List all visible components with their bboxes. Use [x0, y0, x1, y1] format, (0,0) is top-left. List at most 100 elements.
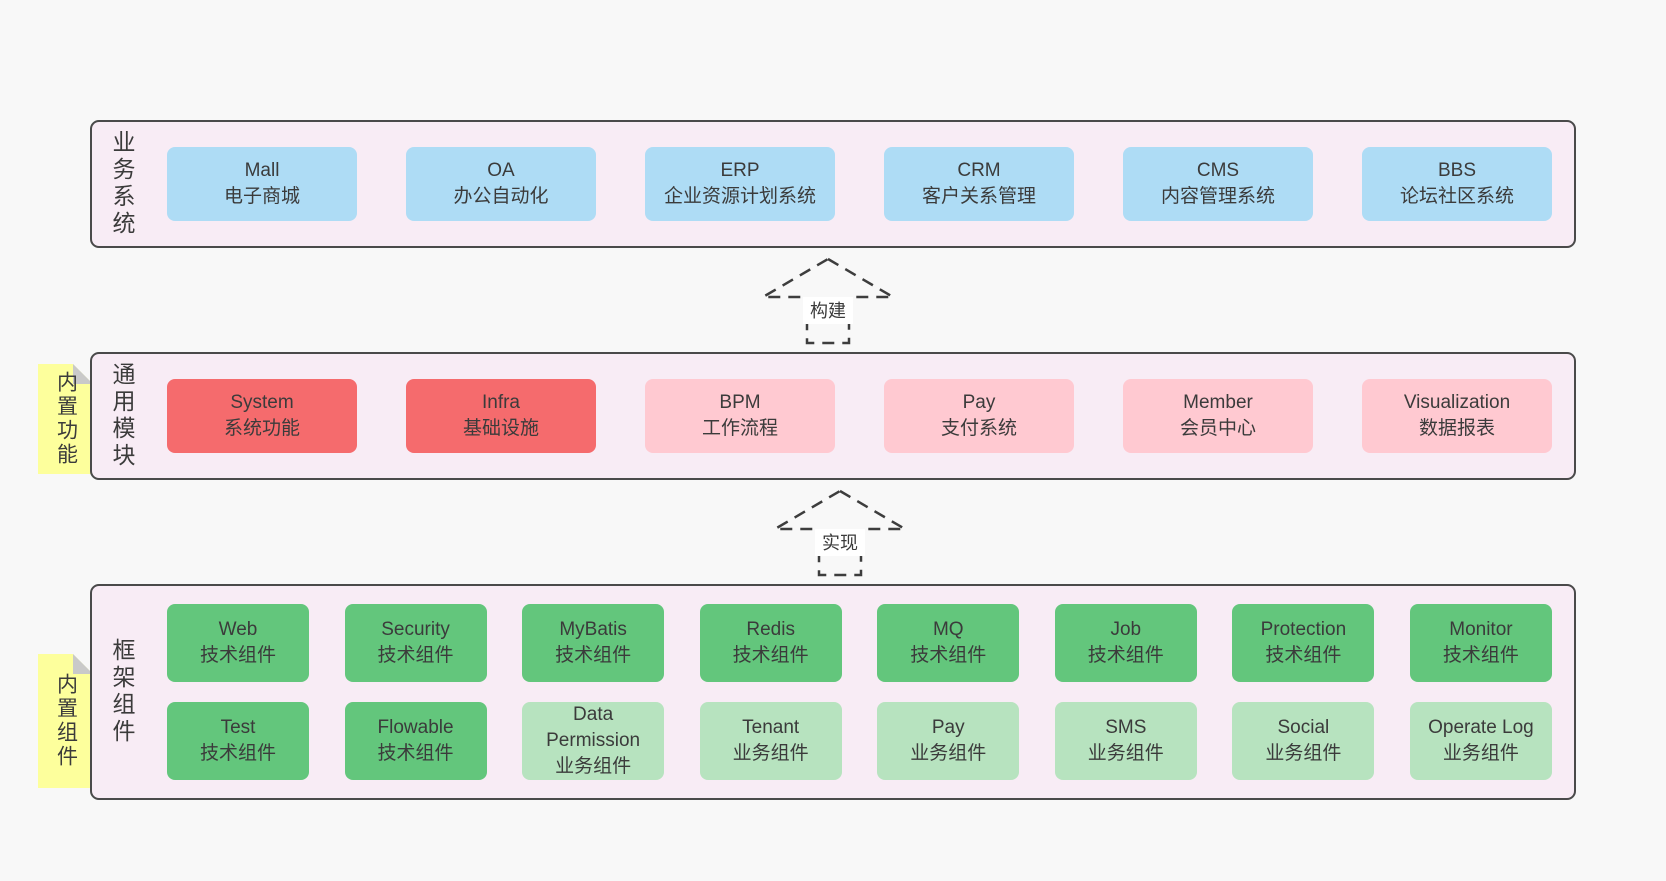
box-title: SMS: [1105, 716, 1147, 738]
arrow-label-background: [815, 529, 865, 556]
dashed-up-arrow-icon: [770, 489, 910, 577]
box-flowable: Flowable 技术组件: [344, 702, 487, 780]
box-mq: MQ 技术组件: [877, 604, 1020, 682]
box-subtitle: 技术组件: [732, 645, 809, 666]
box-title: Operate Log: [1428, 716, 1534, 738]
box-title: CMS: [1196, 159, 1240, 181]
box-system: System 系统功能: [167, 379, 357, 453]
sticky-note-builtin-components: 内置组件: [38, 654, 93, 788]
box-title: Pay: [931, 716, 965, 738]
box-subtitle: 技术组件: [377, 743, 454, 764]
box-erp: ERP 企业资源计划系统: [645, 147, 835, 221]
box-title: MyBatis: [559, 618, 627, 640]
box-title: Redis: [746, 618, 795, 640]
sticky-note-builtin-features: 内置功能: [38, 364, 93, 474]
arrow-build: 构建: [758, 257, 898, 345]
sticky-note-text: 内置功能: [54, 371, 78, 467]
box-test: Test 技术组件: [167, 702, 309, 780]
business-systems-boxes: Mall 电子商城 OA 办公自动化 ERP 企业资源计划系统 CRM 客户关系管理 CMS 内容…: [149, 122, 1574, 246]
box-title: Protection: [1260, 618, 1347, 640]
box-subtitle: 内容管理系统: [1160, 186, 1275, 207]
box-title: Monitor: [1449, 618, 1513, 640]
box-title: BPM: [719, 391, 761, 413]
box-title: System: [230, 391, 294, 413]
box-subtitle: 客户关系管理: [921, 186, 1036, 207]
box-member: Member 会员中心: [1123, 379, 1313, 453]
box-subtitle: 业务组件: [732, 743, 809, 764]
box-security: Security 技术组件: [344, 604, 487, 682]
box-title: Data Permission: [546, 703, 641, 751]
box-subtitle: 业务组件: [1265, 743, 1342, 764]
box-visualization: Visualization 数据报表: [1362, 379, 1552, 453]
box-subtitle: 业务组件: [910, 743, 987, 764]
box-subtitle: 系统功能: [223, 418, 300, 439]
box-subtitle: 技术组件: [910, 645, 987, 666]
box-subtitle: 业务组件: [1442, 743, 1519, 764]
box-title: Mall: [244, 159, 280, 181]
box-title: MQ: [932, 618, 964, 640]
sticky-note-paper: [38, 654, 93, 788]
box-title: Visualization: [1403, 391, 1511, 413]
box-title: Web: [218, 618, 258, 640]
box-subtitle: 业务组件: [555, 756, 632, 778]
dashed-up-arrow-icon: [758, 257, 898, 345]
box-cms: CMS 内容管理系统: [1123, 147, 1313, 221]
arrow-implement: 实现: [770, 489, 910, 577]
box-job: Job 技术组件: [1054, 604, 1197, 682]
box-title: OA: [487, 159, 515, 181]
box-subtitle: 企业资源计划系统: [663, 186, 816, 207]
box-title: Flowable: [377, 716, 454, 738]
box-subtitle: 支付系统: [940, 418, 1017, 439]
box-subtitle: 技术组件: [555, 645, 632, 666]
box-subtitle: 数据报表: [1418, 418, 1495, 439]
layer-label-business-systems: 业务系统: [109, 130, 135, 238]
box-subtitle: 会员中心: [1179, 418, 1256, 439]
box-data-permission: Data Permission 业务组件: [522, 702, 665, 780]
box-subtitle: 论坛社区系统: [1399, 186, 1514, 207]
box-subtitle: 技术组件: [1265, 645, 1342, 666]
arrow-label-background: [803, 297, 853, 324]
box-subtitle: 业务组件: [1087, 743, 1164, 764]
box-subtitle: 办公自动化: [453, 186, 549, 207]
box-bpm: BPM 工作流程: [645, 379, 835, 453]
box-subtitle: 技术组件: [377, 645, 454, 666]
box-crm: CRM 客户关系管理: [884, 147, 1074, 221]
box-title: Test: [220, 716, 256, 738]
box-subtitle: 技术组件: [1087, 645, 1164, 666]
box-mybatis: MyBatis 技术组件: [522, 604, 665, 682]
box-monitor: Monitor 技术组件: [1409, 604, 1552, 682]
box-title: Member: [1183, 391, 1253, 413]
box-title: ERP: [720, 159, 760, 181]
box-web: Web 技术组件: [167, 604, 309, 682]
arrow-label: 构建: [810, 301, 846, 321]
box-title: CRM: [957, 159, 1001, 181]
box-title: Security: [381, 618, 450, 640]
box-subtitle: 工作流程: [701, 418, 778, 439]
box-redis: Redis 技术组件: [699, 604, 842, 682]
box-sms: SMS 业务组件: [1054, 702, 1197, 780]
box-subtitle: 电子商城: [223, 186, 300, 207]
box-oa: OA 办公自动化: [406, 147, 596, 221]
box-protection: Protection 技术组件: [1232, 604, 1375, 682]
box-subtitle: 技术组件: [1442, 645, 1519, 666]
box-mall: Mall 电子商城: [167, 147, 357, 221]
box-subtitle: 技术组件: [199, 743, 276, 764]
box-title: BBS: [1437, 159, 1477, 181]
layer-business-systems: 业务系统 Mall 电子商城 OA 办公自动化 ERP 企业资源计划系统 CRM 客户关系管理…: [90, 120, 1576, 248]
box-title: Infra: [481, 391, 521, 413]
layer-label-framework-components: 框架组件: [109, 638, 135, 746]
box-subtitle: 技术组件: [199, 645, 276, 666]
box-title: Job: [1110, 618, 1142, 640]
arrow-label: 实现: [822, 533, 858, 553]
